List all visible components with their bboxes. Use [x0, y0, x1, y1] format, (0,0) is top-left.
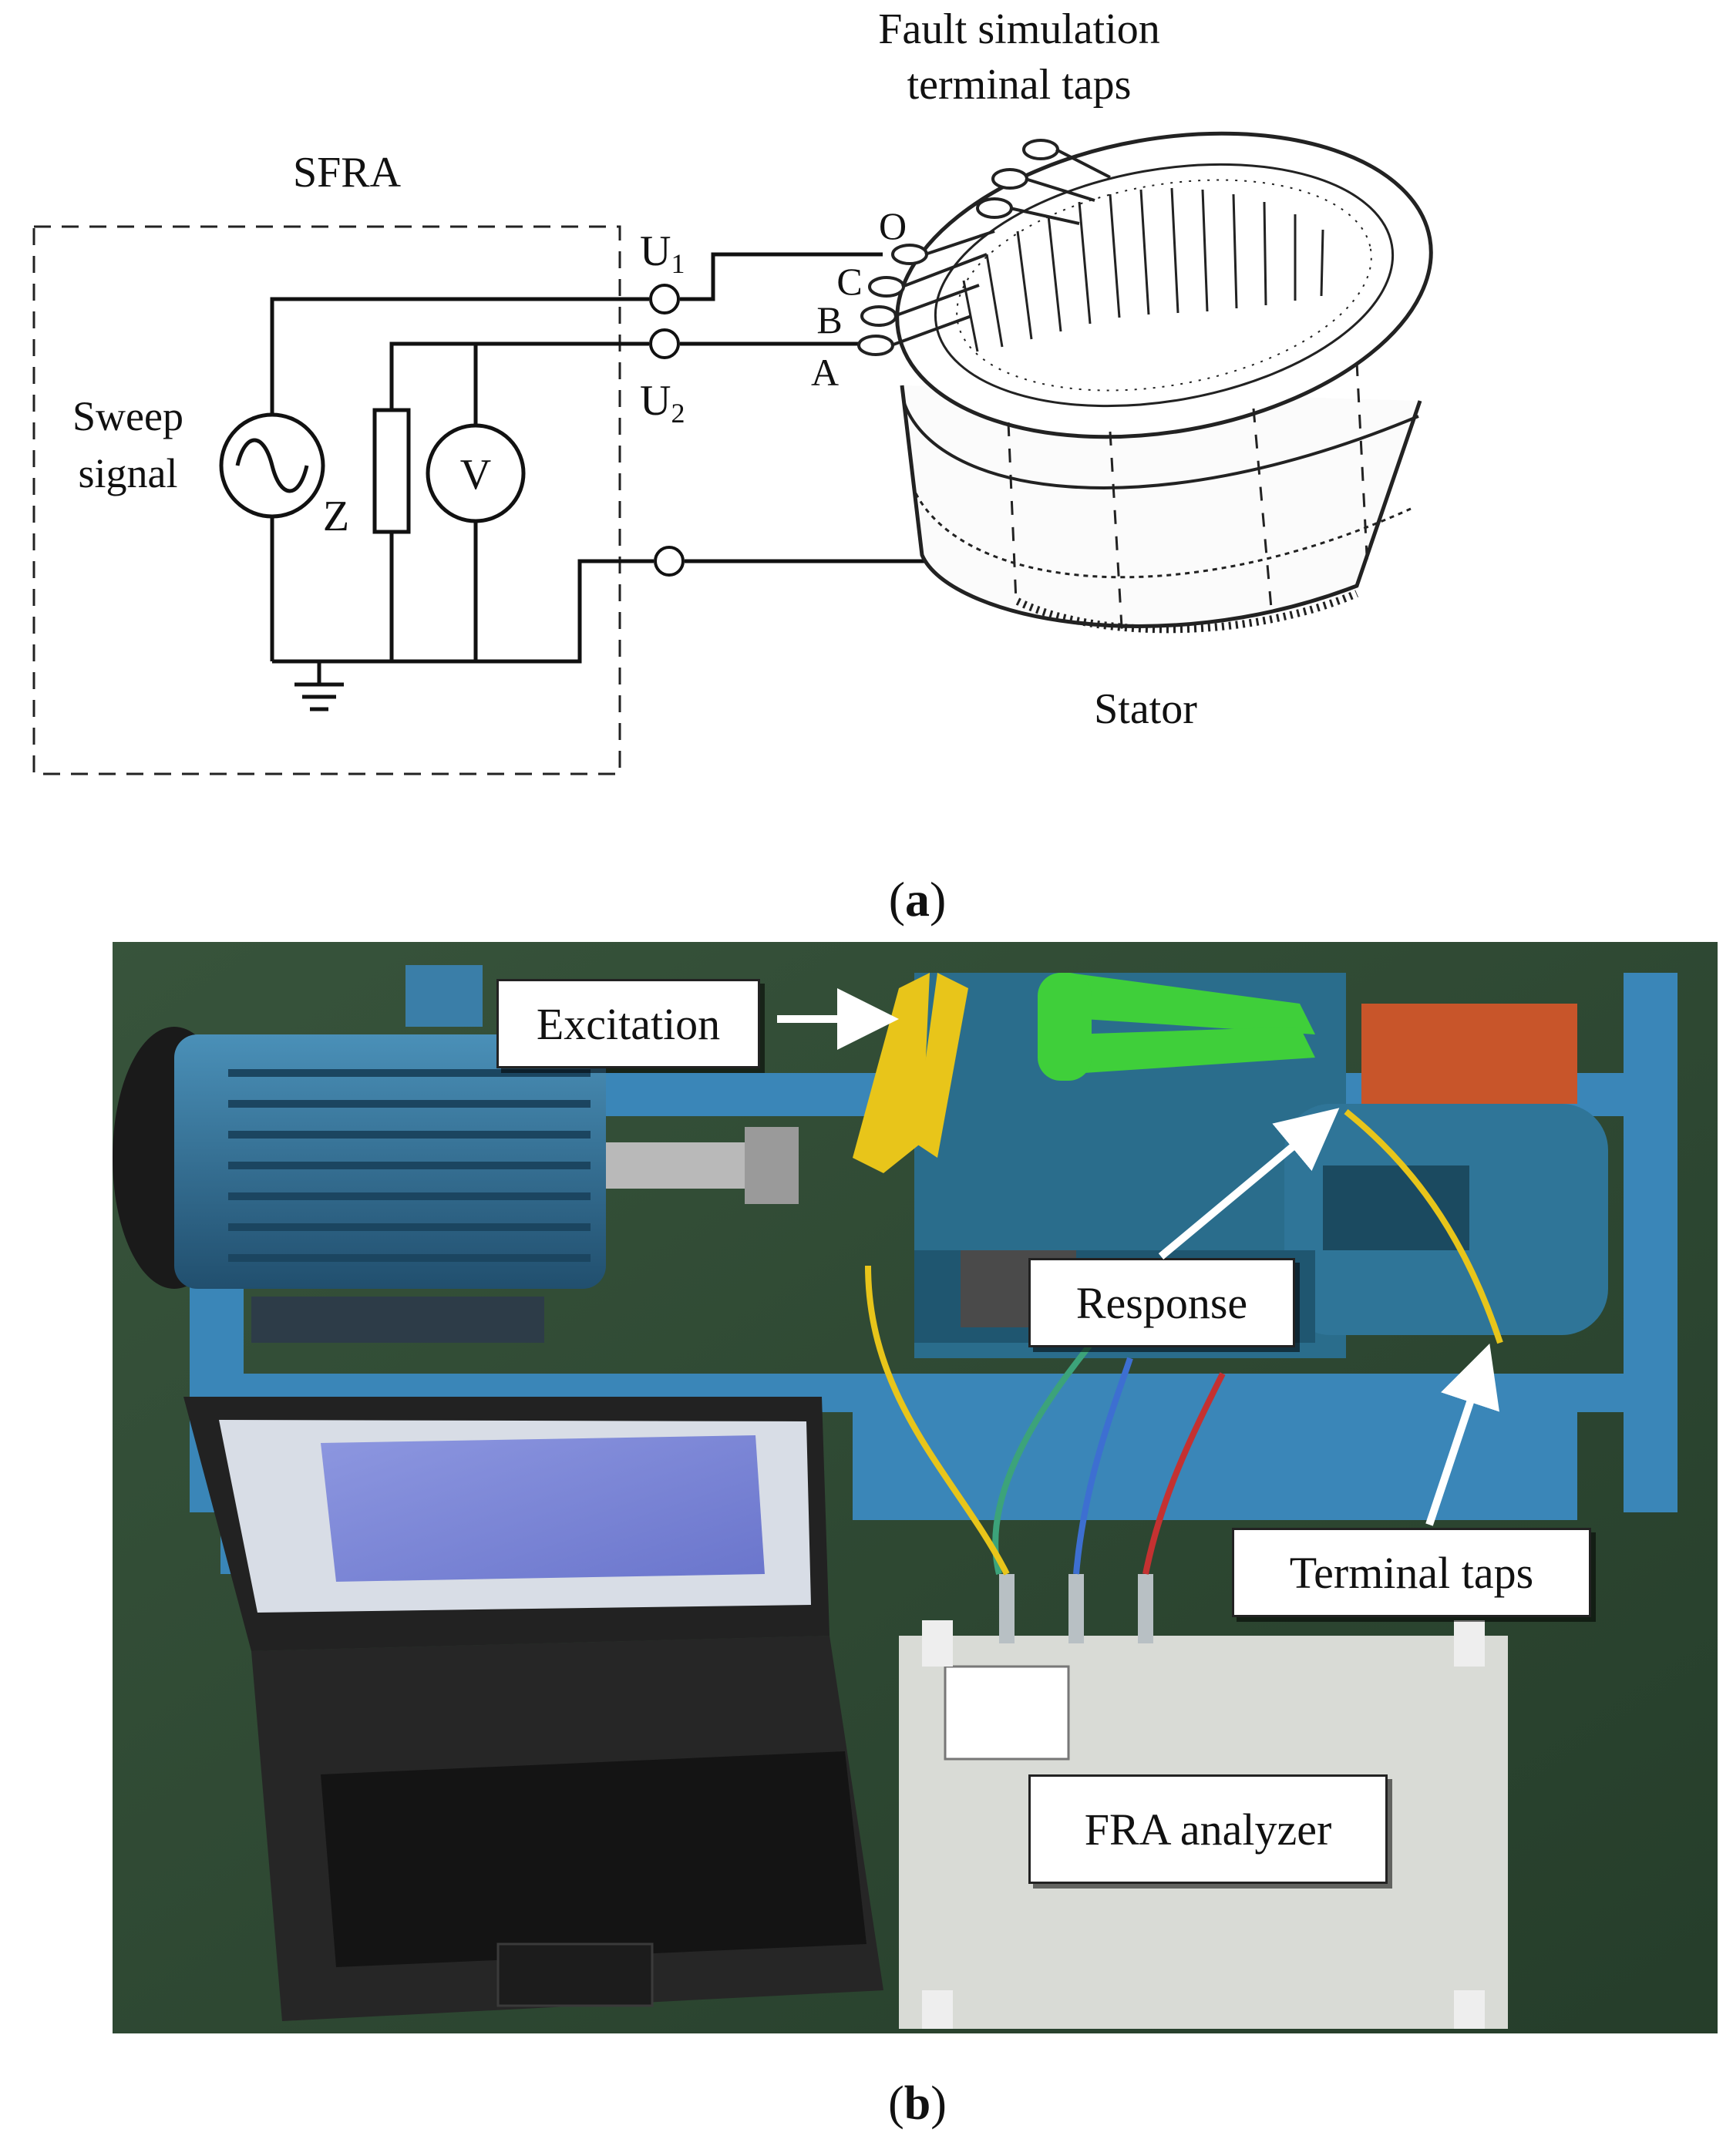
- arrow-response: [1158, 1108, 1340, 1260]
- photo-scene: [113, 942, 1718, 2033]
- ac-source-icon: [219, 412, 325, 519]
- sweep-label-line1: Sweep: [72, 393, 183, 439]
- voltmeter-icon: [426, 423, 526, 523]
- stator-label: Stator: [1094, 685, 1197, 733]
- ground-symbol: [294, 682, 344, 711]
- sfra-label: SFRA: [293, 149, 402, 197]
- callout-response: Response: [1028, 1258, 1295, 1347]
- tap-label-c: C: [836, 260, 862, 303]
- callout-excitation: Excitation: [496, 979, 760, 1068]
- impedance-label: Z: [323, 493, 349, 540]
- fault-taps-title-line2: terminal taps: [907, 61, 1132, 109]
- tap-label-b: B: [816, 298, 842, 341]
- callout-arrows: [777, 988, 1499, 1526]
- stator-terminal-lugs: [857, 139, 1111, 356]
- tap-label-o: O: [879, 204, 907, 247]
- response-clamp-green: [1038, 973, 1315, 1081]
- excitation-clamp-yellow: [853, 973, 968, 1173]
- u2-label: U2: [640, 377, 685, 429]
- fault-taps-title-line1: Fault simulation: [878, 5, 1160, 53]
- schematic-panel-a: Fault simulation terminal taps SFRA Swee…: [32, 5, 1433, 927]
- panel-b-label: (b): [888, 2077, 947, 2130]
- u1-label: U1: [640, 227, 685, 279]
- induction-motor: [113, 965, 799, 1343]
- tap-label-a: A: [811, 351, 839, 394]
- terminal-ground: [654, 546, 685, 577]
- terminal-u2: [649, 328, 680, 359]
- sweep-label-line2: signal: [79, 450, 178, 496]
- callout-fra-analyzer: FRA analyzer: [1028, 1774, 1388, 1884]
- laptop: [183, 1397, 883, 2021]
- voltmeter-label: V: [460, 451, 491, 499]
- arrow-terminal-taps: [1425, 1344, 1499, 1526]
- test-setup-photo: Excitation Response Terminal taps FRA an…: [113, 942, 1718, 2033]
- stator-drawing: [895, 131, 1433, 641]
- test-cables: [865, 1108, 1503, 1576]
- panel-a-label: (a): [889, 872, 947, 927]
- impedance-resistor-icon: [372, 408, 411, 534]
- sfra-dashed-box: [32, 225, 621, 775]
- terminal-u1: [649, 284, 680, 314]
- callout-terminal-taps: Terminal taps: [1232, 1528, 1591, 1617]
- schematic-wires: [270, 252, 981, 683]
